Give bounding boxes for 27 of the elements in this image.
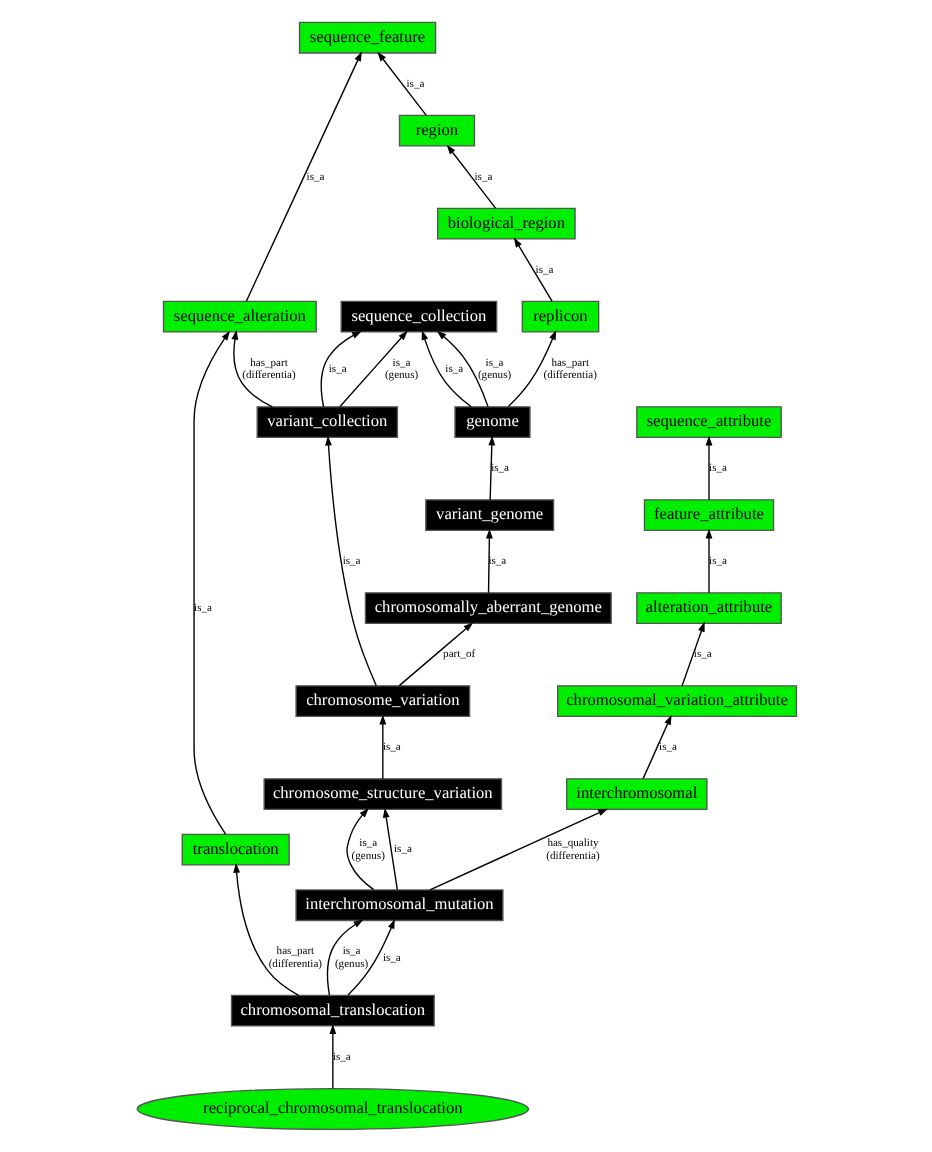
arrow <box>328 1024 336 1089</box>
arrow <box>319 331 361 408</box>
arrow <box>244 51 361 302</box>
arrow <box>704 528 712 594</box>
arrow <box>324 435 376 687</box>
arrow <box>325 919 363 996</box>
arrow <box>397 622 473 687</box>
arrow <box>381 807 397 891</box>
arrow <box>376 51 426 116</box>
arrow <box>230 329 273 408</box>
arrow <box>641 714 671 780</box>
arrow <box>680 621 704 687</box>
arrow <box>428 808 607 891</box>
arrow <box>420 330 471 408</box>
arrow <box>338 330 407 408</box>
arrow <box>512 237 552 302</box>
arrow <box>506 330 556 408</box>
arrow <box>378 714 386 780</box>
arrow <box>704 435 712 501</box>
arrow <box>445 144 496 209</box>
arrow <box>192 330 229 835</box>
arrow <box>345 807 374 891</box>
arrow <box>487 435 495 501</box>
arrow <box>484 528 492 594</box>
arrow <box>232 862 299 996</box>
arrow <box>346 918 394 996</box>
arrow <box>435 330 488 408</box>
